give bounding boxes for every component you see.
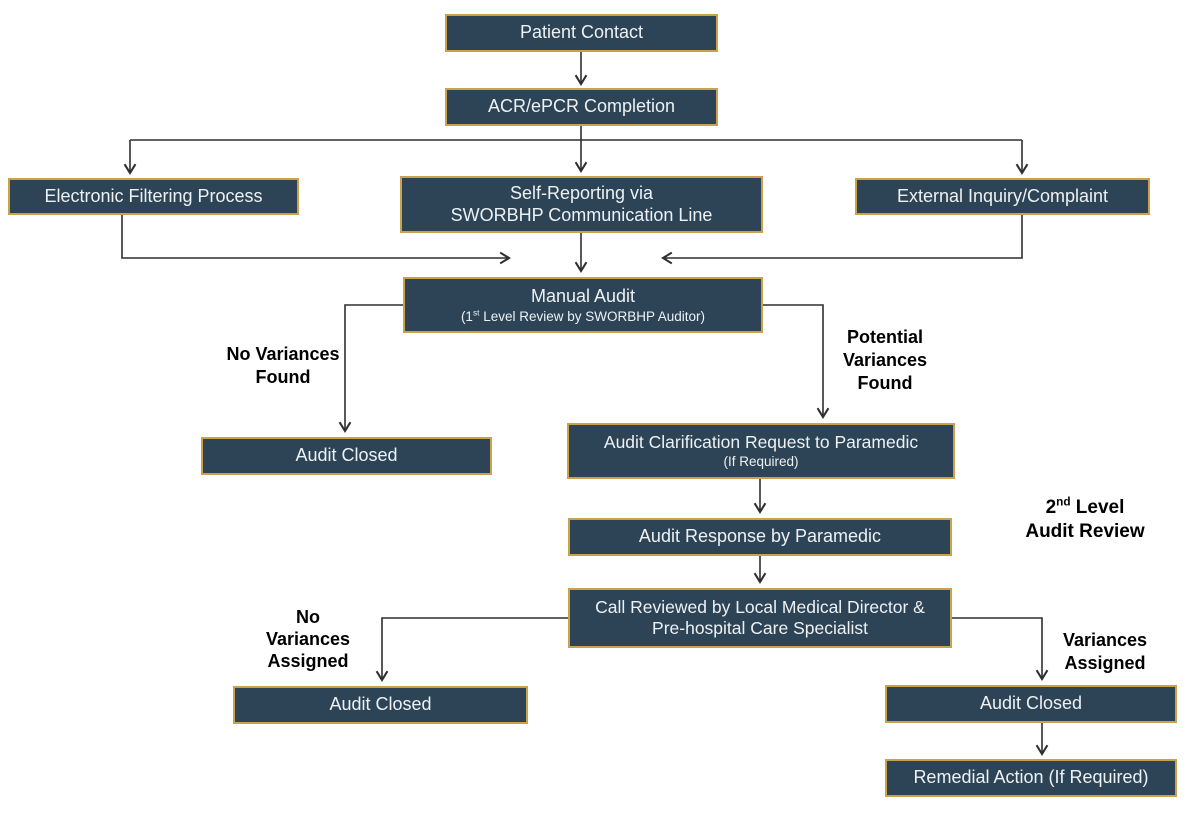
- edge-label-line: Variances: [842, 350, 928, 370]
- node-remedial-action: Remedial Action (If Required): [885, 759, 1177, 797]
- node-label: Audit Closed: [329, 694, 432, 715]
- node-label-line-1: Self-Reporting via: [509, 182, 654, 203]
- node-external-inquiry-complaint: External Inquiry/Complaint: [855, 178, 1150, 215]
- node-label: Patient Contact: [519, 22, 644, 43]
- node-electronic-filtering-process: Electronic Filtering Process: [8, 178, 299, 215]
- edge-label-line: Variances: [265, 629, 351, 649]
- edge-label-line: 2nd Level: [1005, 496, 1165, 520]
- node-label: Audit Closed: [295, 445, 398, 466]
- node-audit-response-by-paramedic: Audit Response by Paramedic: [568, 518, 952, 556]
- connector-call-reviewed-to-audit-closed-left: [375, 617, 568, 682]
- node-label: Audit Closed: [979, 693, 1083, 714]
- edge-label-line: Assigned: [267, 651, 349, 671]
- edge-label-number: 2: [1045, 497, 1057, 518]
- node-manual-audit: Manual Audit (1st Level Review by SWORBH…: [403, 277, 763, 333]
- edge-label-superscript: nd: [1056, 495, 1071, 509]
- edge-label-second-level-audit-review: 2nd Level Audit Review: [1005, 496, 1165, 544]
- edge-label-variances-assigned: Variances Assigned: [1035, 629, 1175, 675]
- node-audit-closed-first-level: Audit Closed: [201, 437, 492, 475]
- node-call-reviewed: Call Reviewed by Local Medical Director …: [568, 588, 952, 648]
- edge-label-line: Assigned: [1064, 653, 1146, 673]
- edge-label-rest: Level: [1070, 497, 1125, 518]
- node-label-line-2: SWORBHP Communication Line: [450, 204, 713, 225]
- edge-label-no-variances-found: No Variances Found: [193, 343, 373, 389]
- edge-label-line: No: [296, 607, 320, 627]
- connector-manual-audit-to-audit-closed: [338, 304, 403, 433]
- node-audit-closed-no-variances: Audit Closed: [233, 686, 528, 724]
- edge-label-line: No Variances: [226, 344, 340, 364]
- node-audit-closed-variances: Audit Closed: [885, 685, 1177, 723]
- connector-call-reviewed-to-audit-closed-right: [952, 617, 1049, 681]
- node-label-line-2: Pre-hospital Care Specialist: [652, 618, 868, 638]
- edge-label-no-variances-assigned: No Variances Assigned: [248, 606, 368, 672]
- node-subtitle-superscript: st: [472, 307, 480, 318]
- connector-external-to-manual-audit: [661, 215, 1023, 265]
- connector-manual-audit-to-clarification: [763, 304, 830, 419]
- node-label: External Inquiry/Complaint: [896, 185, 1109, 206]
- node-patient-contact: Patient Contact: [445, 14, 718, 52]
- node-audit-clarification-request: Audit Clarification Request to Paramedic…: [567, 423, 955, 479]
- node-subtitle: (If Required): [723, 454, 799, 470]
- node-title: Audit Clarification Request to Paramedic: [603, 432, 919, 453]
- edge-label-line: Found: [857, 373, 913, 393]
- node-acr-epcr-completion: ACR/ePCR Completion: [445, 88, 718, 126]
- node-title: Manual Audit: [530, 285, 636, 306]
- edge-label-line: Potential: [846, 327, 923, 347]
- node-label: Electronic Filtering Process: [44, 185, 263, 206]
- node-subtitle-pre: (1: [460, 308, 473, 324]
- edge-label-line: Audit Review: [1025, 521, 1145, 542]
- edge-label-potential-variances-found: Potential Variances Found: [815, 326, 955, 395]
- node-subtitle-post: Level Review by SWORBHP Auditor): [479, 308, 706, 324]
- node-label-line-1: Call Reviewed by Local Medical Director …: [595, 597, 925, 617]
- node-self-reporting: Self-Reporting via SWORBHP Communication…: [400, 176, 763, 233]
- edge-label-line: Variances: [1062, 630, 1148, 650]
- node-label: ACR/ePCR Completion: [487, 96, 676, 117]
- edge-label-line: Found: [255, 367, 311, 387]
- node-label: Remedial Action (If Required): [913, 767, 1149, 788]
- connector-electronic-to-manual-audit: [121, 215, 511, 265]
- node-label: Audit Response by Paramedic: [638, 526, 882, 547]
- node-subtitle: (1st Level Review by SWORBHP Auditor): [460, 307, 706, 325]
